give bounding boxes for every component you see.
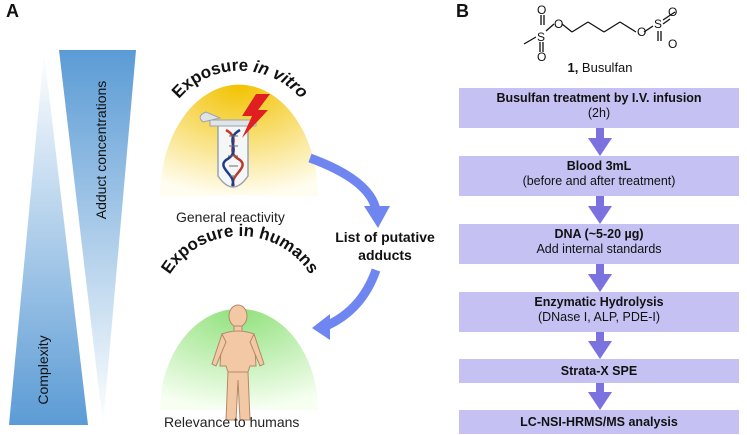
compound-number: 1,: [567, 60, 579, 75]
general-reactivity-caption: General reactivity: [176, 209, 285, 225]
down-arrow-icon: [588, 128, 612, 156]
compound-name: Busulfan: [578, 60, 633, 75]
human-figure-icon: [211, 304, 265, 421]
svg-text:O: O: [668, 5, 677, 19]
exposure-in-humans-label: Exposure in humans: [157, 221, 322, 277]
adduct-concentration-triangle: [59, 50, 136, 425]
busulfan-structure: S O O O O S O O: [523, 4, 677, 62]
svg-text:O: O: [537, 4, 546, 17]
down-arrow-icon: [588, 196, 612, 224]
curved-arrow-top: [308, 153, 390, 228]
flow-step-title: Strata-X SPE: [560, 364, 638, 378]
flow-step-title: DNA (~5-20 µg): [554, 227, 644, 241]
flow-step-title: LC-NSI-HRMS/MS analysis: [520, 415, 678, 429]
flow-step-sub: (before and after treatment): [522, 174, 676, 188]
svg-text:O: O: [668, 37, 677, 51]
test-tube-icon: [199, 111, 257, 188]
adduct-concentrations-label: Adduct concentrations: [93, 81, 109, 220]
flow-arrows: [588, 128, 612, 410]
flow-step-hydrolysis: Enzymatic Hydrolysis (DNase I, ALP, PDE-…: [459, 292, 739, 332]
down-arrow-icon: [588, 332, 612, 359]
flow-step-infusion: Busulfan treatment by I.V. infusion (2h): [459, 88, 739, 128]
flow-step-lcms: LC-NSI-HRMS/MS analysis: [459, 410, 739, 434]
svg-text:O: O: [554, 17, 563, 31]
down-arrow-icon: [588, 383, 612, 410]
flow-step-blood: Blood 3mL (before and after treatment): [459, 156, 739, 196]
svg-text:S: S: [654, 17, 662, 31]
complexity-triangle: [9, 52, 88, 425]
down-arrow-icon: [588, 264, 612, 292]
flow-step-sub: Add internal standards: [536, 242, 662, 256]
flow-step-title: Busulfan treatment by I.V. infusion: [496, 91, 702, 105]
putative-adducts-label: List of putative adducts: [330, 228, 440, 264]
flow-step-sub: (DNase I, ALP, PDE-I): [537, 310, 661, 324]
svg-text:O: O: [637, 25, 646, 39]
putative-adducts-line2: adducts: [358, 247, 412, 263]
complexity-label: Complexity: [35, 335, 51, 404]
triangle-graphic: Adduct concentrations Complexity Exposur…: [9, 50, 390, 425]
lightning-icon: [242, 94, 270, 138]
flow-step-spe: Strata-X SPE: [459, 359, 739, 383]
flow-step-sub: (2h): [587, 106, 611, 120]
flow-step-dna: DNA (~5-20 µg) Add internal standards: [459, 224, 739, 264]
relevance-to-humans-caption: Relevance to humans: [164, 414, 300, 430]
svg-text:O: O: [537, 50, 546, 62]
flow-step-title: Blood 3mL: [566, 159, 632, 173]
busulfan-caption: 1, Busulfan: [540, 60, 660, 75]
curved-arrow-bottom: [312, 268, 381, 340]
svg-text:S: S: [537, 30, 545, 44]
putative-adducts-line1: List of putative: [335, 229, 435, 245]
panel-label-b: B: [456, 1, 469, 21]
panel-label-a: A: [6, 1, 19, 21]
flow-step-title: Enzymatic Hydrolysis: [534, 295, 664, 309]
